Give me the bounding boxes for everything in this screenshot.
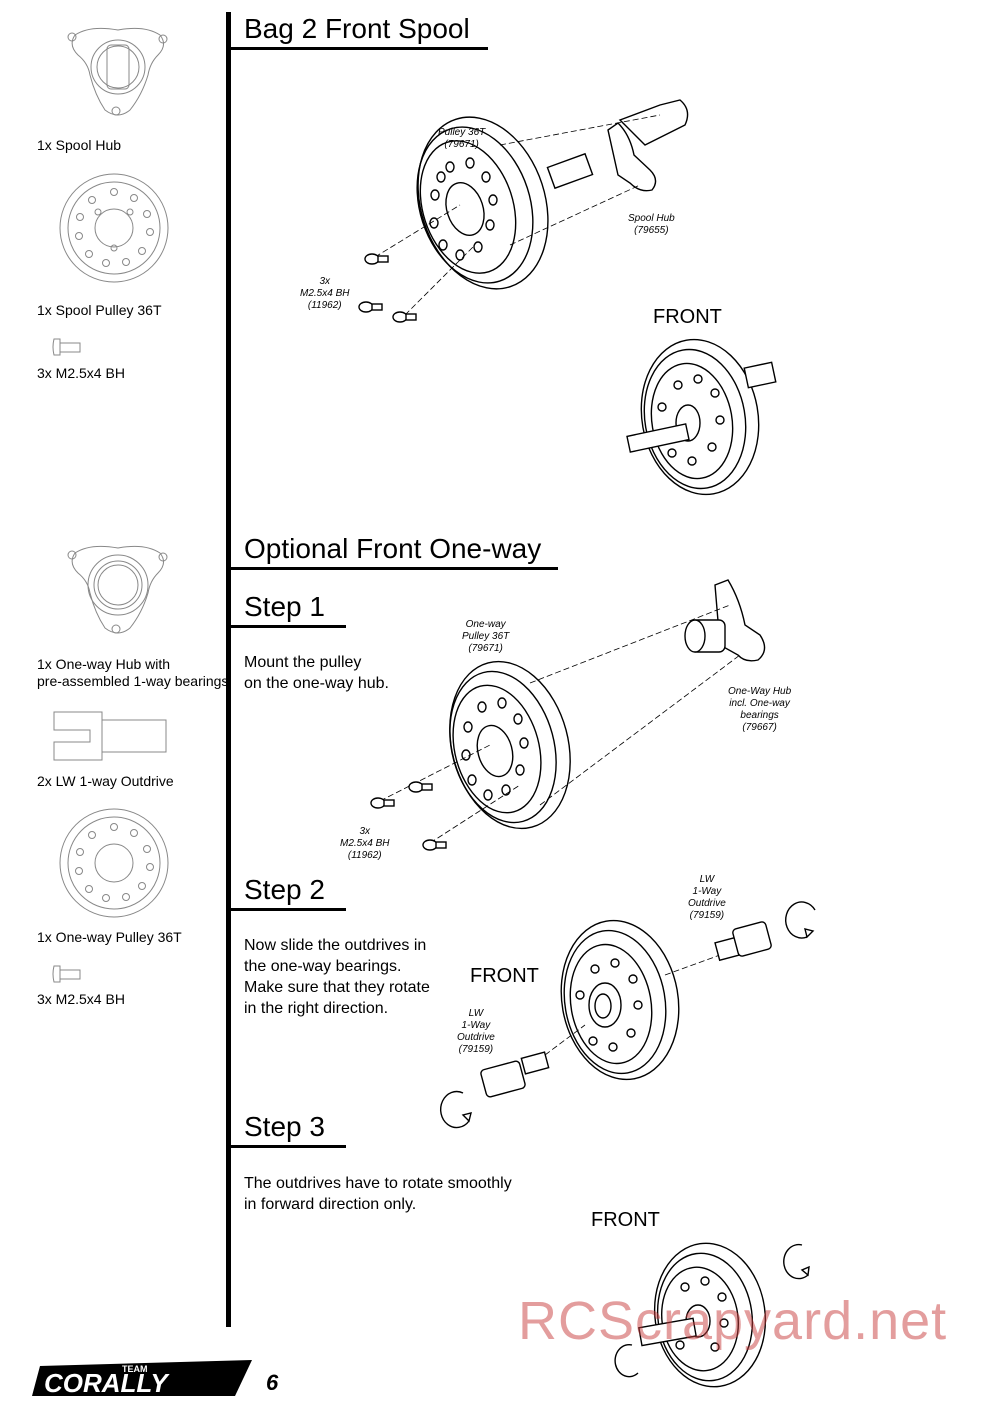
screw-icon: [52, 338, 81, 356]
step-title-2: Step 2: [244, 874, 325, 905]
svg-text:TEAM: TEAM: [122, 1364, 148, 1374]
oneway-hub-icon: [67, 545, 168, 634]
part-label-outdrive: 2x LW 1-way Outdrive: [37, 773, 174, 789]
spool-hub-icon: [67, 27, 168, 116]
section-rule-bag2: [226, 47, 488, 50]
oneway-pulley-icon: [59, 808, 169, 918]
step-rule-3: [226, 1145, 346, 1148]
pulley-icon: [59, 173, 169, 283]
watermark-text: RCScrapyard.net: [518, 1291, 948, 1351]
screw-icon: [52, 965, 81, 983]
step-rule-1: [226, 625, 346, 628]
step-title-3: Step 3: [244, 1111, 325, 1142]
oneway-assembled-diagram: [614, 1242, 810, 1388]
page-number: 6: [266, 1370, 279, 1395]
oneway-exploded-diagram: [370, 579, 766, 851]
team-corally-logo: TEAM CORALLY: [32, 1360, 252, 1398]
part-label-oneway-pulley: 1x One-way Pulley 36T: [37, 929, 182, 945]
front-label-bag2: FRONT: [653, 306, 722, 328]
spool-exploded-diagram: [358, 99, 689, 323]
step-title-1: Step 1: [244, 591, 325, 622]
front-label-step3: FRONT: [591, 1209, 660, 1231]
spool-assembled-diagram: [626, 338, 777, 496]
part-label-screw-oneway: 3x M2.5x4 BH: [37, 991, 125, 1007]
part-label-screw-bag2: 3x M2.5x4 BH: [37, 365, 125, 381]
section-title-oneway: Optional Front One-way: [244, 533, 542, 564]
step-rule-2: [226, 908, 346, 911]
section-title-bag2: Bag 2 Front Spool: [244, 13, 470, 44]
part-label-spool-hub: 1x Spool Hub: [37, 137, 122, 153]
outdrive-icon: [53, 711, 167, 761]
outdrive-exploded-diagram: [439, 901, 816, 1129]
section-rule-oneway: [226, 567, 558, 570]
page-vertical-rule: [226, 12, 231, 1327]
callout-hub-bag2: Spool Hub(79655): [628, 213, 675, 236]
svg-text:CORALLY: CORALLY: [44, 1368, 170, 1398]
callout-pulley-bag2: Pulley 36T(79671): [438, 127, 486, 150]
front-label-step2: FRONT: [470, 965, 539, 987]
part-label-spool-pulley: 1x Spool Pulley 36T: [37, 302, 162, 318]
